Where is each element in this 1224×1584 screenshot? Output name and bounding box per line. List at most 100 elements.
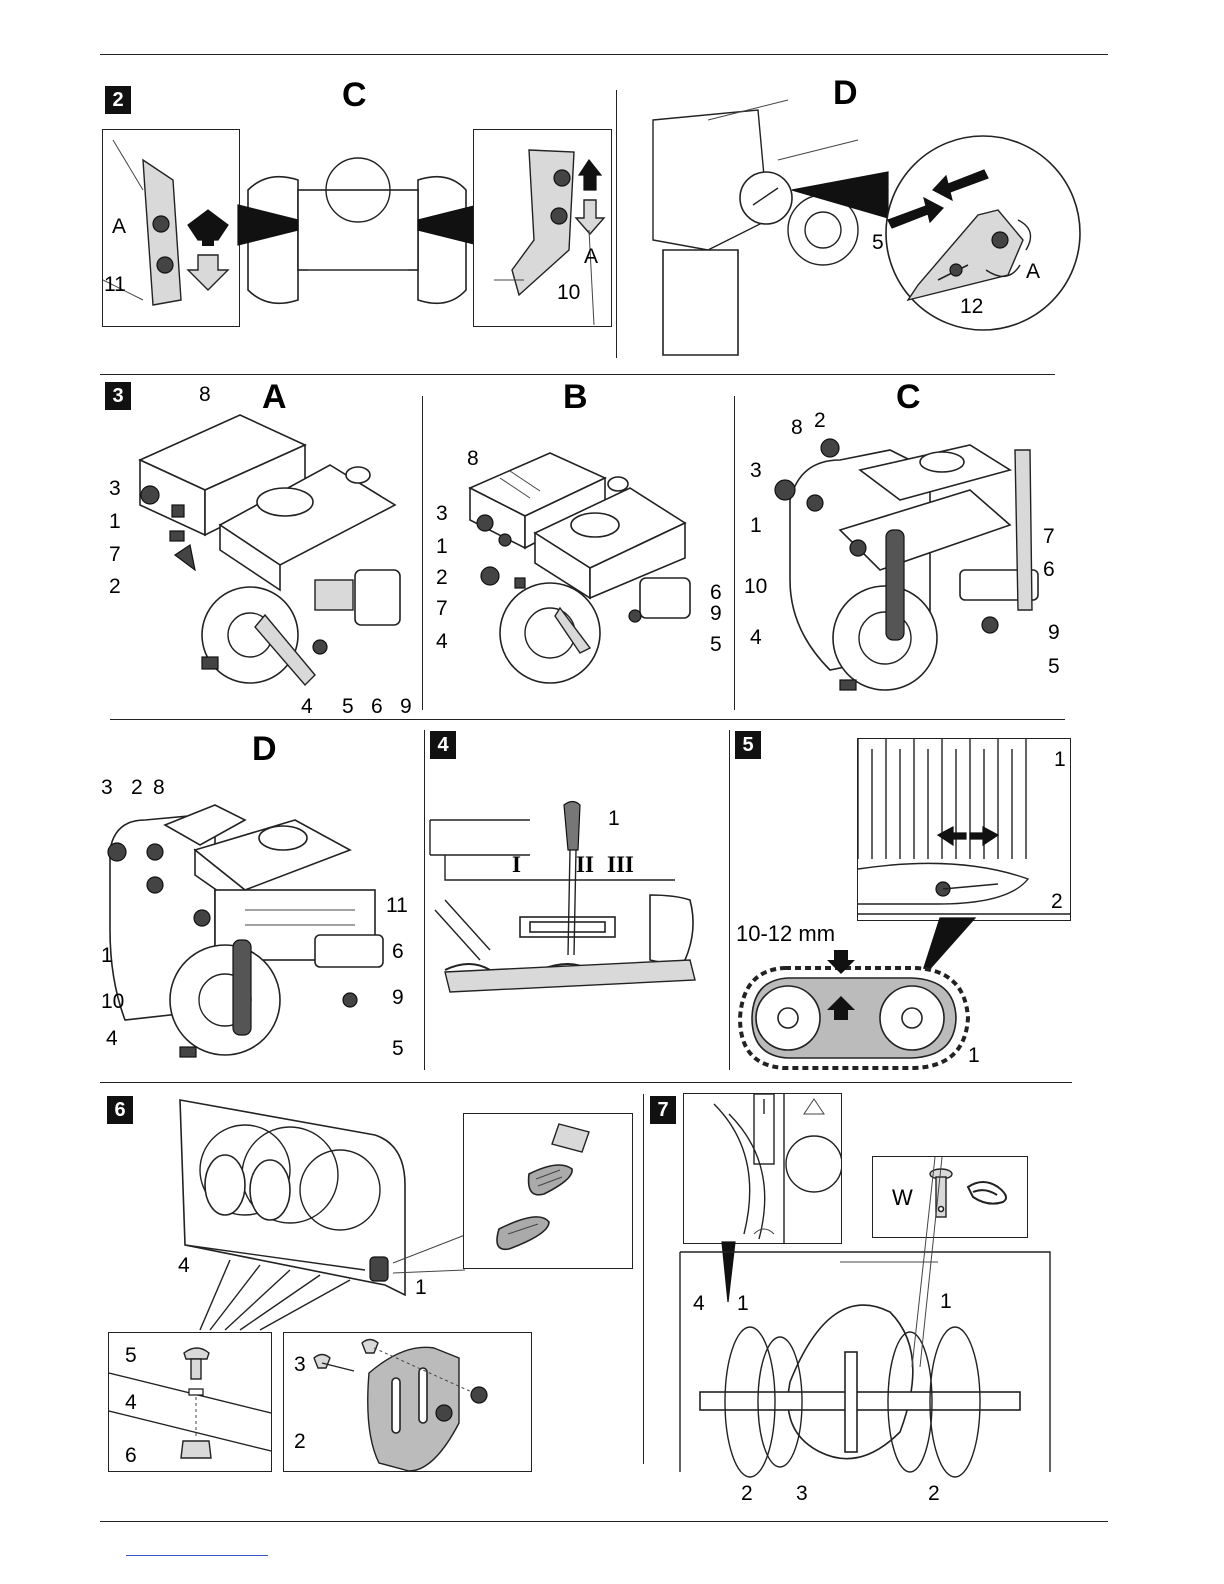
- label-8: 8: [791, 417, 803, 438]
- label-4: 4: [436, 631, 448, 652]
- rule-fig3-row: [110, 719, 1065, 720]
- label-9: 9: [710, 603, 722, 624]
- label-3: 3: [796, 1483, 808, 1504]
- gear-label-ii: II: [576, 853, 594, 876]
- label-6: 6: [125, 1445, 137, 1466]
- label-6: 6: [1043, 559, 1055, 580]
- detail-box-right: [473, 129, 612, 327]
- label-6: 6: [392, 941, 404, 962]
- label-4: 4: [750, 627, 762, 648]
- skid-shoes-drawing: [464, 1114, 632, 1268]
- label-4: 4: [693, 1293, 705, 1314]
- figure-number: 6: [107, 1096, 133, 1124]
- label-1: 1: [1054, 749, 1066, 770]
- figure-number: 7: [650, 1096, 676, 1124]
- rule-fig4-row: [100, 1082, 1072, 1083]
- label-2: 2: [814, 410, 826, 431]
- label-5: 5: [1048, 656, 1060, 677]
- engine-drawing-a: [120, 405, 420, 695]
- label-1: 1: [109, 511, 121, 532]
- label-9: 9: [392, 987, 404, 1008]
- label-8: 8: [467, 448, 479, 469]
- snowblower-side-drawing: [648, 100, 1068, 360]
- engine-drawing-c: [770, 430, 1060, 700]
- skid-detail-box: [463, 1113, 633, 1269]
- label-3: 3: [109, 478, 121, 499]
- label-10: 10: [101, 991, 124, 1012]
- label-5: 5: [125, 1345, 137, 1366]
- label-1: 1: [968, 1045, 980, 1066]
- label-1: 1: [750, 515, 762, 536]
- label-8: 8: [199, 384, 211, 405]
- label-7: 7: [1043, 526, 1055, 547]
- label-5: 5: [710, 634, 722, 655]
- label-2: 2: [928, 1483, 940, 1504]
- label-1: 1: [608, 808, 620, 829]
- label-a: A: [112, 216, 126, 237]
- shear-pin-drawing: [684, 1094, 841, 1243]
- label-1: 1: [737, 1293, 749, 1314]
- footer-link[interactable]: [126, 1555, 268, 1556]
- label-6: 6: [371, 696, 383, 717]
- label-4: 4: [106, 1028, 118, 1049]
- label-a: A: [584, 246, 598, 267]
- label-3: 3: [101, 777, 113, 798]
- label-2: 2: [741, 1483, 753, 1504]
- label-5: 5: [872, 232, 884, 253]
- rule-fig2-fig3: [100, 374, 1055, 375]
- fig3-divider-1: [422, 396, 423, 710]
- gear-label-i: I: [512, 853, 521, 876]
- skid-mount-drawing: [284, 1333, 531, 1471]
- label-5: 5: [392, 1038, 404, 1059]
- engine-drawing-b: [460, 448, 710, 698]
- label-2: 2: [131, 777, 143, 798]
- bottom-rule: [100, 1521, 1108, 1522]
- label-3: 3: [436, 503, 448, 524]
- label-3: 3: [750, 460, 762, 481]
- label-4: 4: [301, 696, 313, 717]
- fig4-divider-left: [424, 730, 425, 1070]
- figure-number: 5: [735, 731, 761, 759]
- label-10: 10: [744, 576, 767, 597]
- label-1: 1: [436, 536, 448, 557]
- label-7: 7: [436, 598, 448, 619]
- label-5: 5: [342, 696, 354, 717]
- label-10: 10: [557, 282, 580, 303]
- shift-lever-drawing: [430, 800, 710, 1000]
- fig3-divider-2: [734, 396, 735, 710]
- label-2: 2: [1051, 891, 1063, 912]
- figure-number: 2: [105, 86, 131, 114]
- skid-mount-box: [283, 1332, 532, 1472]
- panel-caption: D: [252, 730, 277, 769]
- label-w: W: [892, 1187, 913, 1209]
- bracket-drawing: [474, 130, 611, 326]
- label-3: 3: [294, 1354, 306, 1375]
- engine-drawing-d: [105, 790, 405, 1070]
- label-1: 1: [940, 1291, 952, 1312]
- label-7: 7: [109, 544, 121, 565]
- measurement-label: 10-12 mm: [736, 923, 835, 945]
- belt-guard-drawing: [858, 739, 1070, 920]
- fig2-divider: [616, 90, 617, 358]
- label-9: 9: [400, 696, 412, 717]
- fig7-divider: [643, 1094, 644, 1464]
- figure-number: 4: [430, 731, 456, 759]
- label-6: 6: [710, 582, 722, 603]
- label-12: 12: [960, 296, 983, 317]
- label-1: 1: [415, 1277, 427, 1298]
- label-2: 2: [109, 576, 121, 597]
- label-11: 11: [104, 274, 126, 295]
- snowblower-rear-drawing: [238, 150, 478, 320]
- detail-box: [857, 738, 1071, 921]
- panel-caption: C: [342, 76, 367, 115]
- label-4: 4: [125, 1392, 137, 1413]
- leader-lines: [180, 1250, 350, 1330]
- label-8: 8: [153, 777, 165, 798]
- panel-caption: C: [896, 378, 921, 417]
- label-4: 4: [178, 1255, 190, 1276]
- shear-pin-detail-box: [683, 1093, 842, 1244]
- label-11: 11: [386, 895, 408, 916]
- label-1: 1: [101, 945, 113, 966]
- label-9: 9: [1048, 622, 1060, 643]
- gear-label-iii: III: [607, 853, 634, 876]
